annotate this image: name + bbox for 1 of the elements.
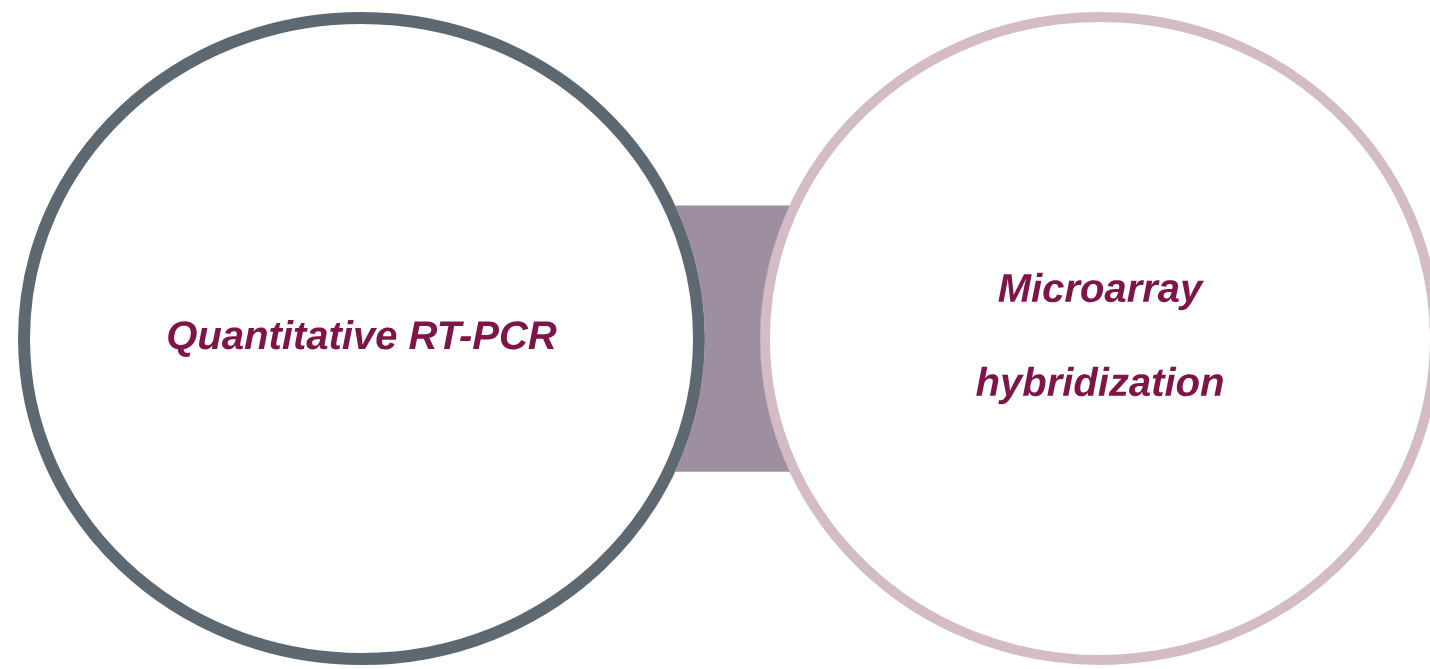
connector-band bbox=[674, 205, 790, 472]
